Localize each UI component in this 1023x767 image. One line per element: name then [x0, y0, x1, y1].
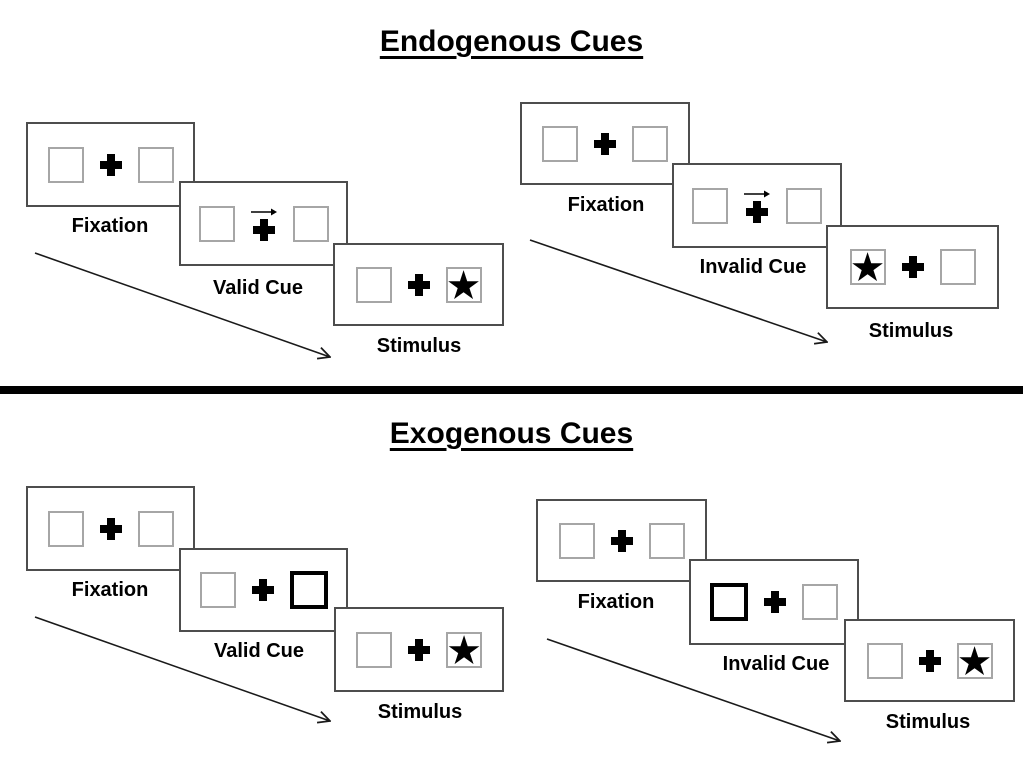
- right-box: [137, 510, 174, 547]
- left-box: [692, 187, 728, 224]
- left-box: [558, 522, 595, 559]
- panel-label: Fixation: [71, 215, 149, 237]
- panel-label: Valid Cue: [213, 640, 305, 662]
- endogenous-valid-fixation-panel: [26, 122, 195, 207]
- exogenous-invalid-stimulus-panel: ★: [844, 619, 1015, 702]
- endogenous-invalid-fixation-panel: [520, 102, 690, 185]
- left-box: [355, 266, 392, 303]
- highlighted-cue-box: [289, 571, 328, 609]
- endogenous-invalid-cue-panel: [672, 163, 842, 248]
- left-box: [198, 205, 235, 242]
- endogenous-valid-stimulus-panel: ★: [333, 243, 504, 326]
- fixation-cross-icon: [251, 579, 274, 601]
- star-target-box: ★: [956, 638, 993, 685]
- right-box: [802, 584, 838, 620]
- panel-label: Invalid Cue: [722, 653, 830, 675]
- cue-arrow-right-icon: [250, 208, 277, 215]
- endogenous-invalid-stimulus-panel: ★: [826, 225, 999, 309]
- right-box: [648, 522, 685, 559]
- star-target-box: ★: [445, 262, 482, 309]
- right-box: [292, 205, 329, 242]
- panel-label: Stimulus: [868, 320, 954, 342]
- central-cue: [744, 189, 770, 223]
- central-cue: [250, 207, 277, 241]
- endogenous-invalid-timeline-arrow: [529, 239, 837, 351]
- left-box: [542, 125, 578, 162]
- fixation-cross-icon: [99, 153, 122, 176]
- star-icon: ★: [956, 638, 993, 685]
- right-box: [137, 146, 174, 183]
- fixation-cross-icon: [918, 649, 941, 672]
- right-box: [939, 249, 976, 285]
- fixation-cross-icon: [764, 591, 786, 613]
- panel-label: Stimulus: [377, 701, 463, 723]
- exogenous-section-title: Exogenous Cues: [389, 417, 634, 450]
- fixation-cross-icon: [407, 273, 430, 296]
- fixation-cross-icon: [901, 256, 924, 278]
- left-box: [47, 146, 84, 183]
- right-box: [632, 125, 668, 162]
- section-divider: [0, 386, 1023, 394]
- star-icon: ★: [446, 627, 482, 674]
- panel-label: Fixation: [567, 194, 645, 216]
- cue-arrow-right-icon: [744, 190, 770, 197]
- endogenous-valid-cue-panel: [179, 181, 348, 266]
- panel-label: Fixation: [577, 591, 655, 613]
- right-box: [786, 187, 822, 224]
- left-box: [47, 510, 84, 547]
- panel-label: Invalid Cue: [699, 256, 807, 278]
- left-box: [866, 642, 903, 679]
- left-box: [356, 631, 392, 668]
- fixation-cross-icon: [746, 200, 768, 223]
- exogenous-valid-fixation-panel: [26, 486, 195, 571]
- endogenous-valid-timeline-arrow: [34, 252, 342, 368]
- panel-label: Fixation: [71, 579, 149, 601]
- fixation-cross-icon: [594, 132, 616, 155]
- exogenous-valid-cue-panel: [179, 548, 348, 632]
- fixation-cross-icon: [99, 517, 122, 540]
- star-icon: ★: [849, 245, 886, 291]
- fixation-cross-icon: [408, 638, 430, 661]
- fixation-cross-icon: [252, 218, 275, 241]
- exogenous-valid-timeline-arrow: [34, 616, 342, 732]
- panel-label: Stimulus: [376, 335, 462, 357]
- exogenous-valid-stimulus-panel: ★: [334, 607, 504, 692]
- exogenous-invalid-timeline-arrow: [546, 638, 850, 750]
- exogenous-invalid-cue-panel: [689, 559, 859, 645]
- exogenous-invalid-fixation-panel: [536, 499, 707, 582]
- highlighted-cue-box: [710, 583, 748, 621]
- fixation-cross-icon: [610, 529, 633, 552]
- star-target-box: ★: [446, 627, 482, 674]
- panel-label: Valid Cue: [212, 277, 304, 299]
- endogenous-section-title: Endogenous Cues: [379, 25, 644, 58]
- star-icon: ★: [445, 262, 482, 309]
- panel-label: Stimulus: [885, 711, 971, 733]
- left-box: [199, 572, 236, 608]
- star-target-box: ★: [849, 245, 886, 291]
